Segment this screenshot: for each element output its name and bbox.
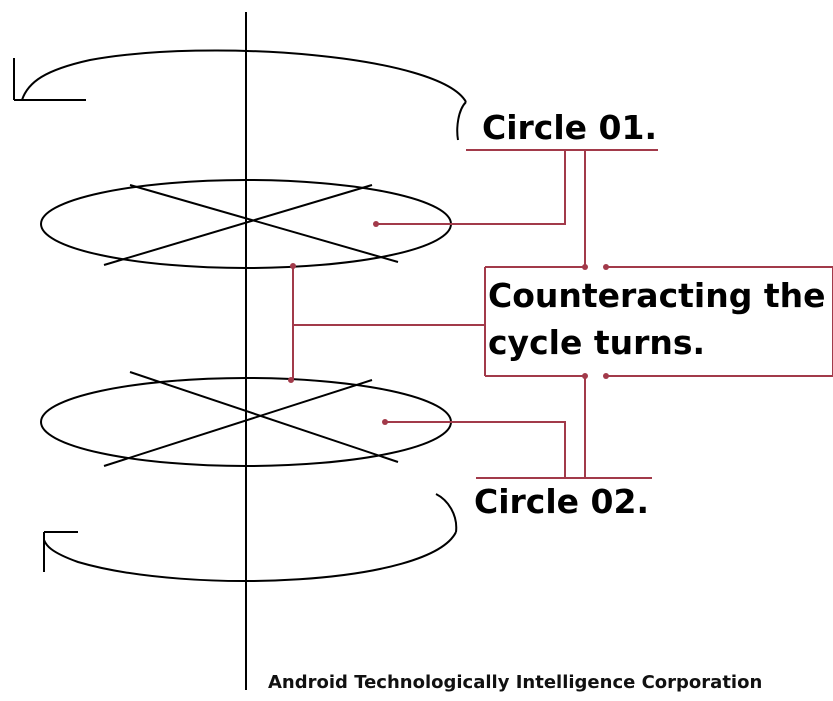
top-disc-cross-a — [129, 184, 399, 263]
counteracting-label-line1: Counteracting the — [488, 276, 826, 315]
dot-bracket-top — [290, 263, 296, 269]
bottom-rotation-arrow — [43, 531, 457, 582]
center-box — [606, 266, 833, 377]
c1-leader-top-disc — [376, 150, 566, 225]
circle-01-label: Circle 01. — [482, 108, 658, 147]
bottom-disc-cross-b — [103, 379, 373, 467]
bottom-arrow-leader — [435, 493, 458, 533]
top-arrow-leader — [456, 101, 467, 141]
dot-bottom-disc — [382, 419, 388, 425]
dot-center-bottom-right — [603, 373, 609, 379]
circle-02-label: Circle 02. — [474, 482, 650, 521]
counteracting-label: Counteracting the cycle turns. — [488, 272, 825, 366]
dot-center-top-right — [603, 264, 609, 270]
dot-center-bottom-left — [582, 373, 588, 379]
bottom-disc-cross-a — [129, 371, 399, 463]
counteracting-label-line2: cycle turns. — [488, 323, 706, 362]
top-disc-cross-b — [103, 184, 373, 266]
top-rotation-arrow — [21, 49, 467, 103]
dot-center-top-left — [582, 264, 588, 270]
c2-leader-bottom-disc — [385, 421, 566, 478]
dot-bracket-bottom — [288, 377, 294, 383]
dot-top-disc — [373, 221, 379, 227]
footer-credit: Android Technologically Intelligence Cor… — [268, 672, 763, 693]
